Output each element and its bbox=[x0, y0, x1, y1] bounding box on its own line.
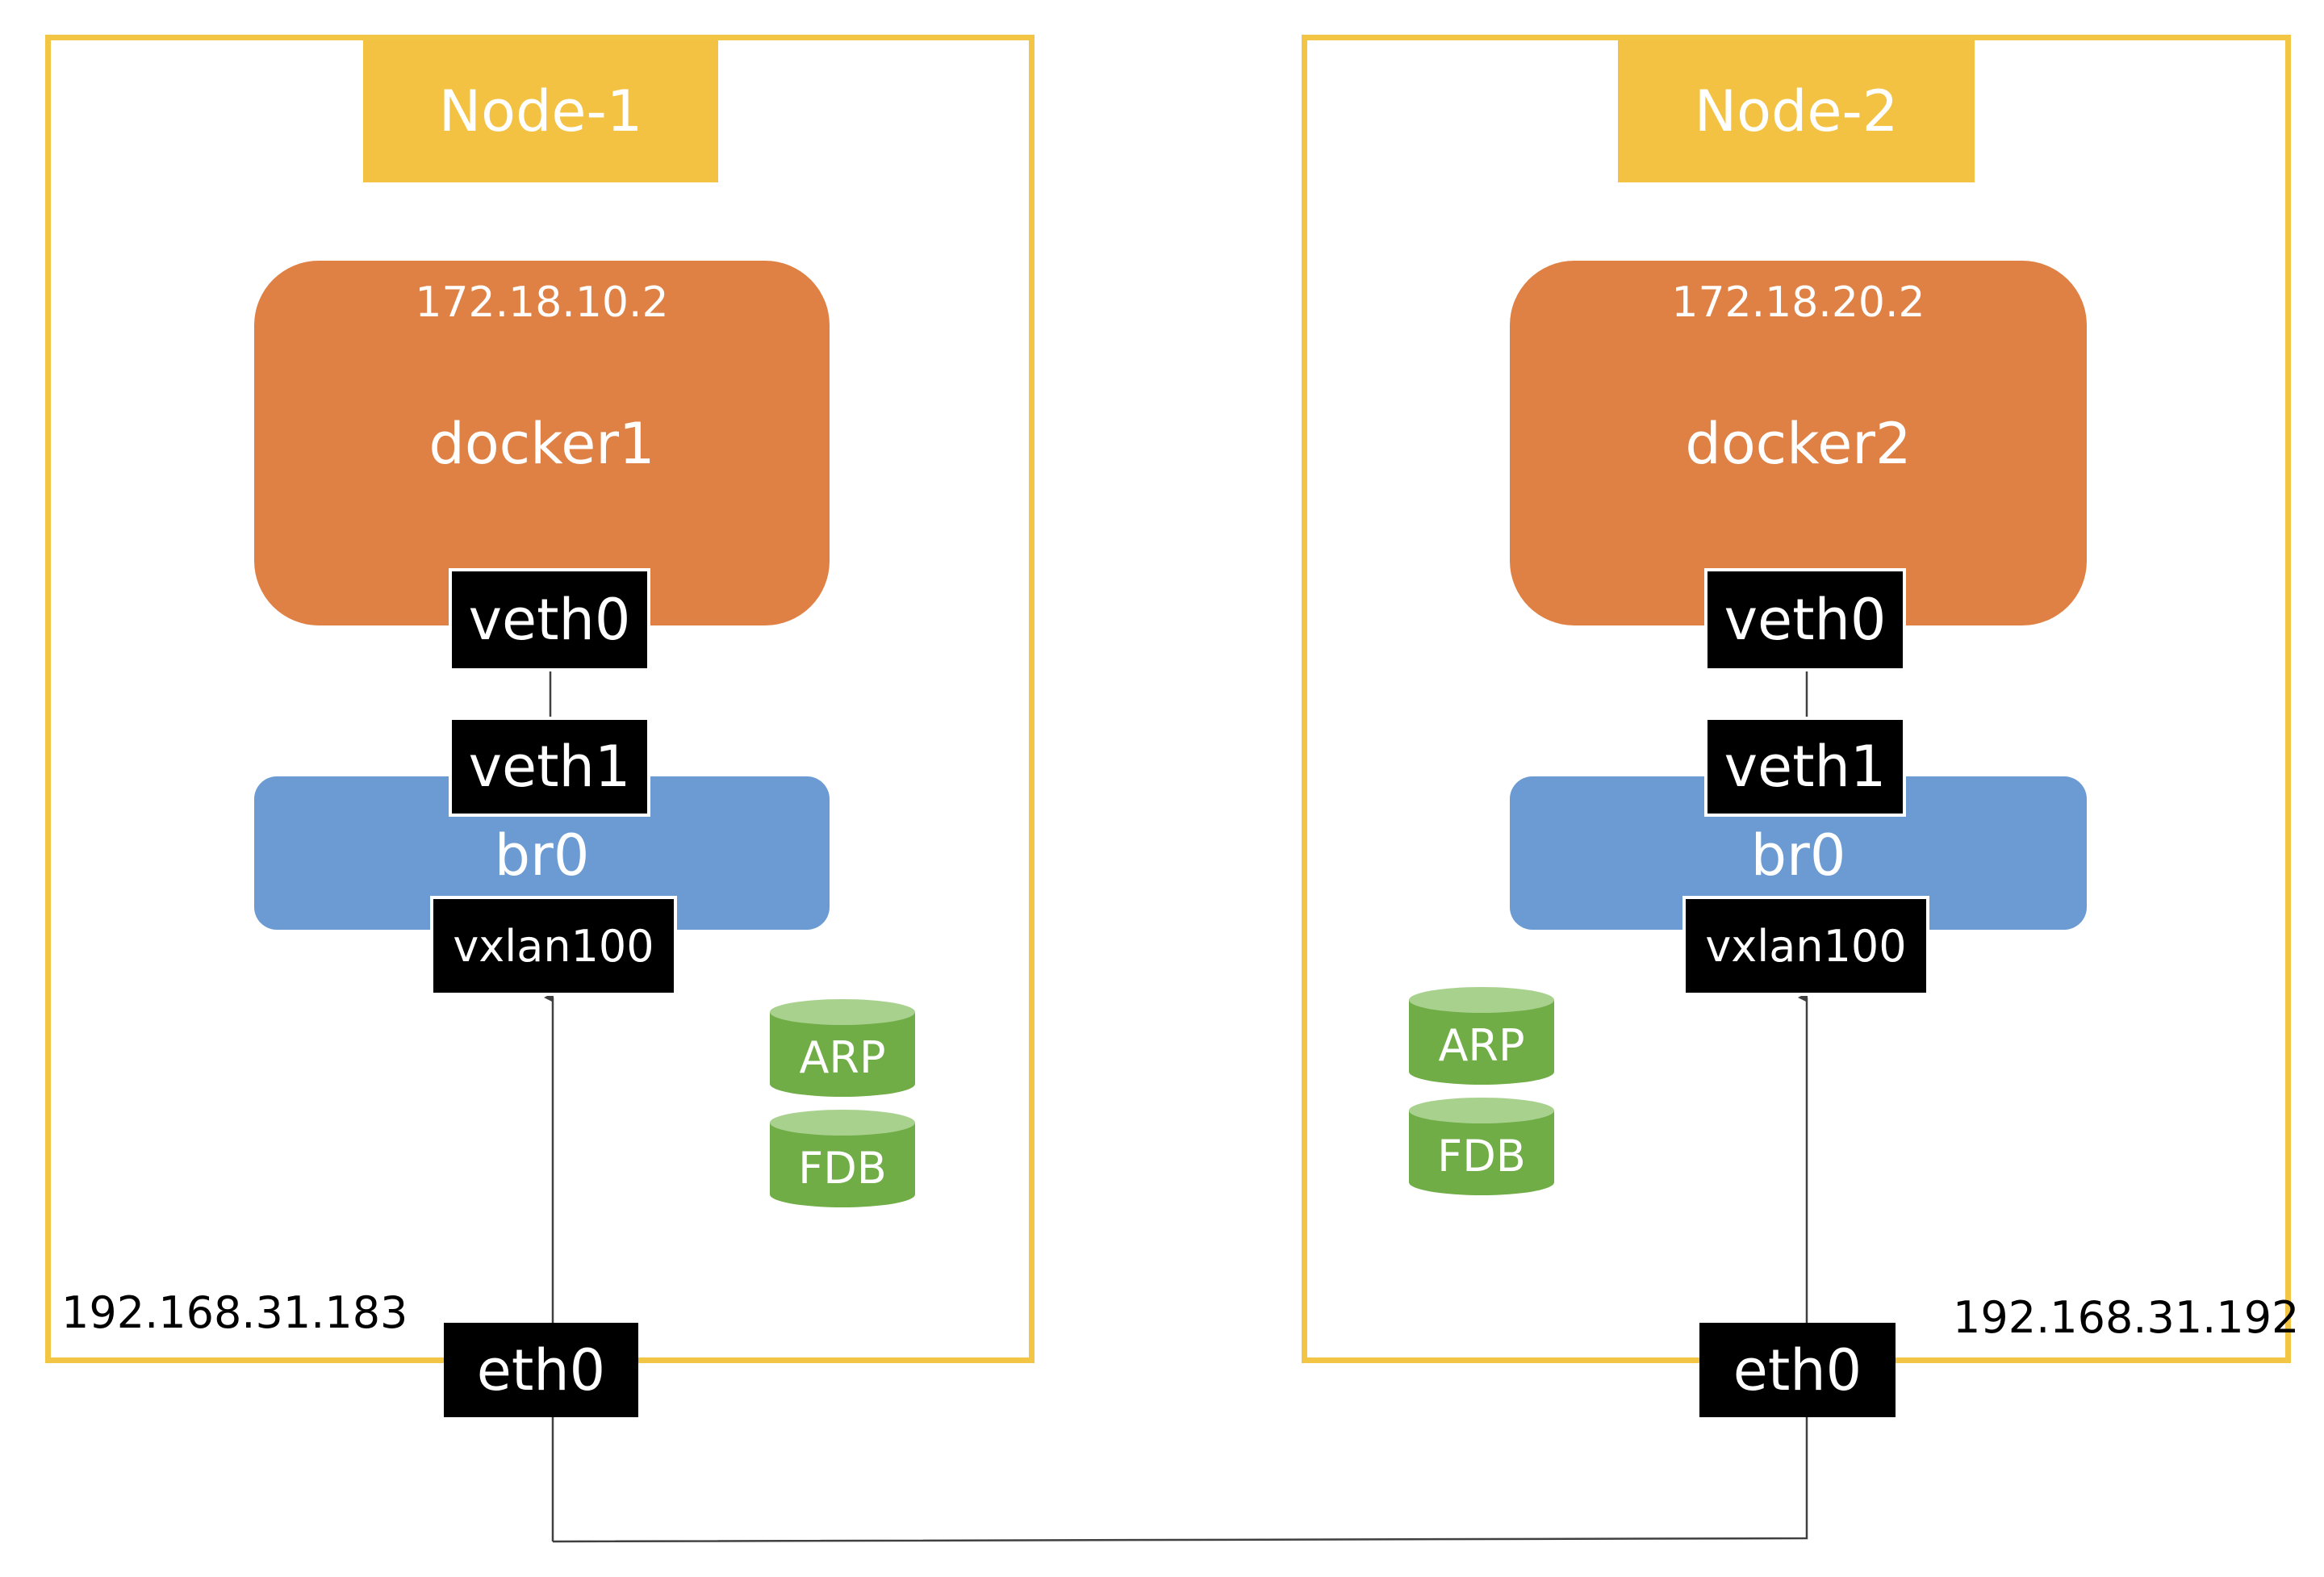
node-2-eth0: eth0 bbox=[1699, 1323, 1896, 1417]
node-1-fdb-label: FDB bbox=[798, 1142, 887, 1194]
docker2-ip: 172.18.20.2 bbox=[1671, 278, 1925, 327]
node-2-fdb-label: FDB bbox=[1437, 1130, 1526, 1182]
node-1-vxlan100: vxlan100 bbox=[430, 896, 677, 996]
node-2-veth1: veth1 bbox=[1704, 717, 1906, 817]
node-2-vxlan100: vxlan100 bbox=[1682, 896, 1929, 996]
node-1-host-ip: 192.168.31.183 bbox=[61, 1287, 408, 1338]
docker1-container bbox=[254, 261, 830, 625]
docker2-name: docker2 bbox=[1685, 411, 1912, 477]
docker1-ip: 172.18.10.2 bbox=[415, 278, 669, 327]
node-2-bridge-name: br0 bbox=[1750, 822, 1846, 889]
docker2-container bbox=[1510, 261, 2087, 625]
docker1-name: docker1 bbox=[428, 411, 655, 477]
node-1-veth0: veth0 bbox=[449, 568, 650, 671]
node-1-eth0: eth0 bbox=[444, 1323, 638, 1417]
node-2-arp-label: ARP bbox=[1438, 1019, 1525, 1071]
node-2-host-ip: 192.168.31.192 bbox=[1953, 1292, 2300, 1343]
node-1-title: Node-1 bbox=[363, 40, 718, 182]
node-2-veth0: veth0 bbox=[1704, 568, 1906, 671]
node-2-title: Node-2 bbox=[1618, 40, 1975, 182]
node-1-bridge-name: br0 bbox=[494, 822, 590, 889]
node-1-arp-label: ARP bbox=[799, 1031, 886, 1083]
node-1-veth1: veth1 bbox=[449, 717, 650, 817]
